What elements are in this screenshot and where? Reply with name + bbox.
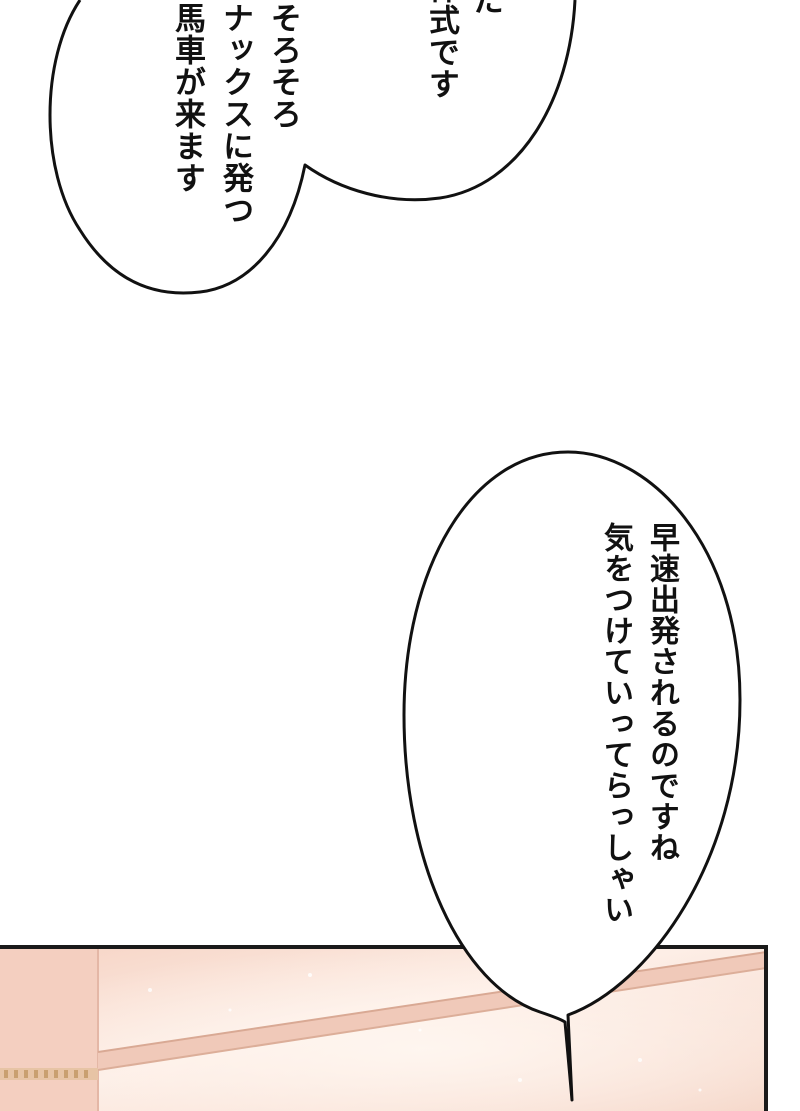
wall-pillar bbox=[0, 947, 98, 1111]
speech-bubble-top bbox=[48, 0, 577, 295]
bottom-bubble-line-2: 気をつけていってらっしゃい bbox=[598, 522, 633, 925]
top-bubble-text-partial-2: た bbox=[400, 0, 570, 44]
speech-bubble-bottom bbox=[402, 450, 742, 1102]
top-bubble-text-2: ナックスに発つ bbox=[150, 2, 320, 292]
top-bubble-partial-line-2: 悼式です bbox=[423, 0, 459, 100]
top-bubble-text-3: そろそろ bbox=[198, 2, 368, 292]
bottom-bubble-line-1: 早速出発されるのですね bbox=[644, 522, 679, 863]
top-bubble-partial-line-1: た bbox=[467, 0, 503, 16]
top-bubble-text: 馬車が来ます bbox=[102, 2, 272, 292]
top-bubble-text-partial: 悼式です bbox=[356, 0, 526, 192]
bottom-panel bbox=[0, 945, 768, 1111]
panel-border bbox=[0, 945, 768, 1111]
top-bubble-line-3: 馬車が来ます bbox=[169, 2, 205, 194]
top-bubble-line-2: ナックスに発つ bbox=[217, 2, 253, 226]
bottom-bubble-text-1: 早速出発されるのですね bbox=[576, 522, 746, 962]
bottom-bubble-text-2: 気をつけていってらっしゃい bbox=[530, 522, 700, 962]
top-bubble-line-1: そろそろ bbox=[265, 2, 301, 130]
